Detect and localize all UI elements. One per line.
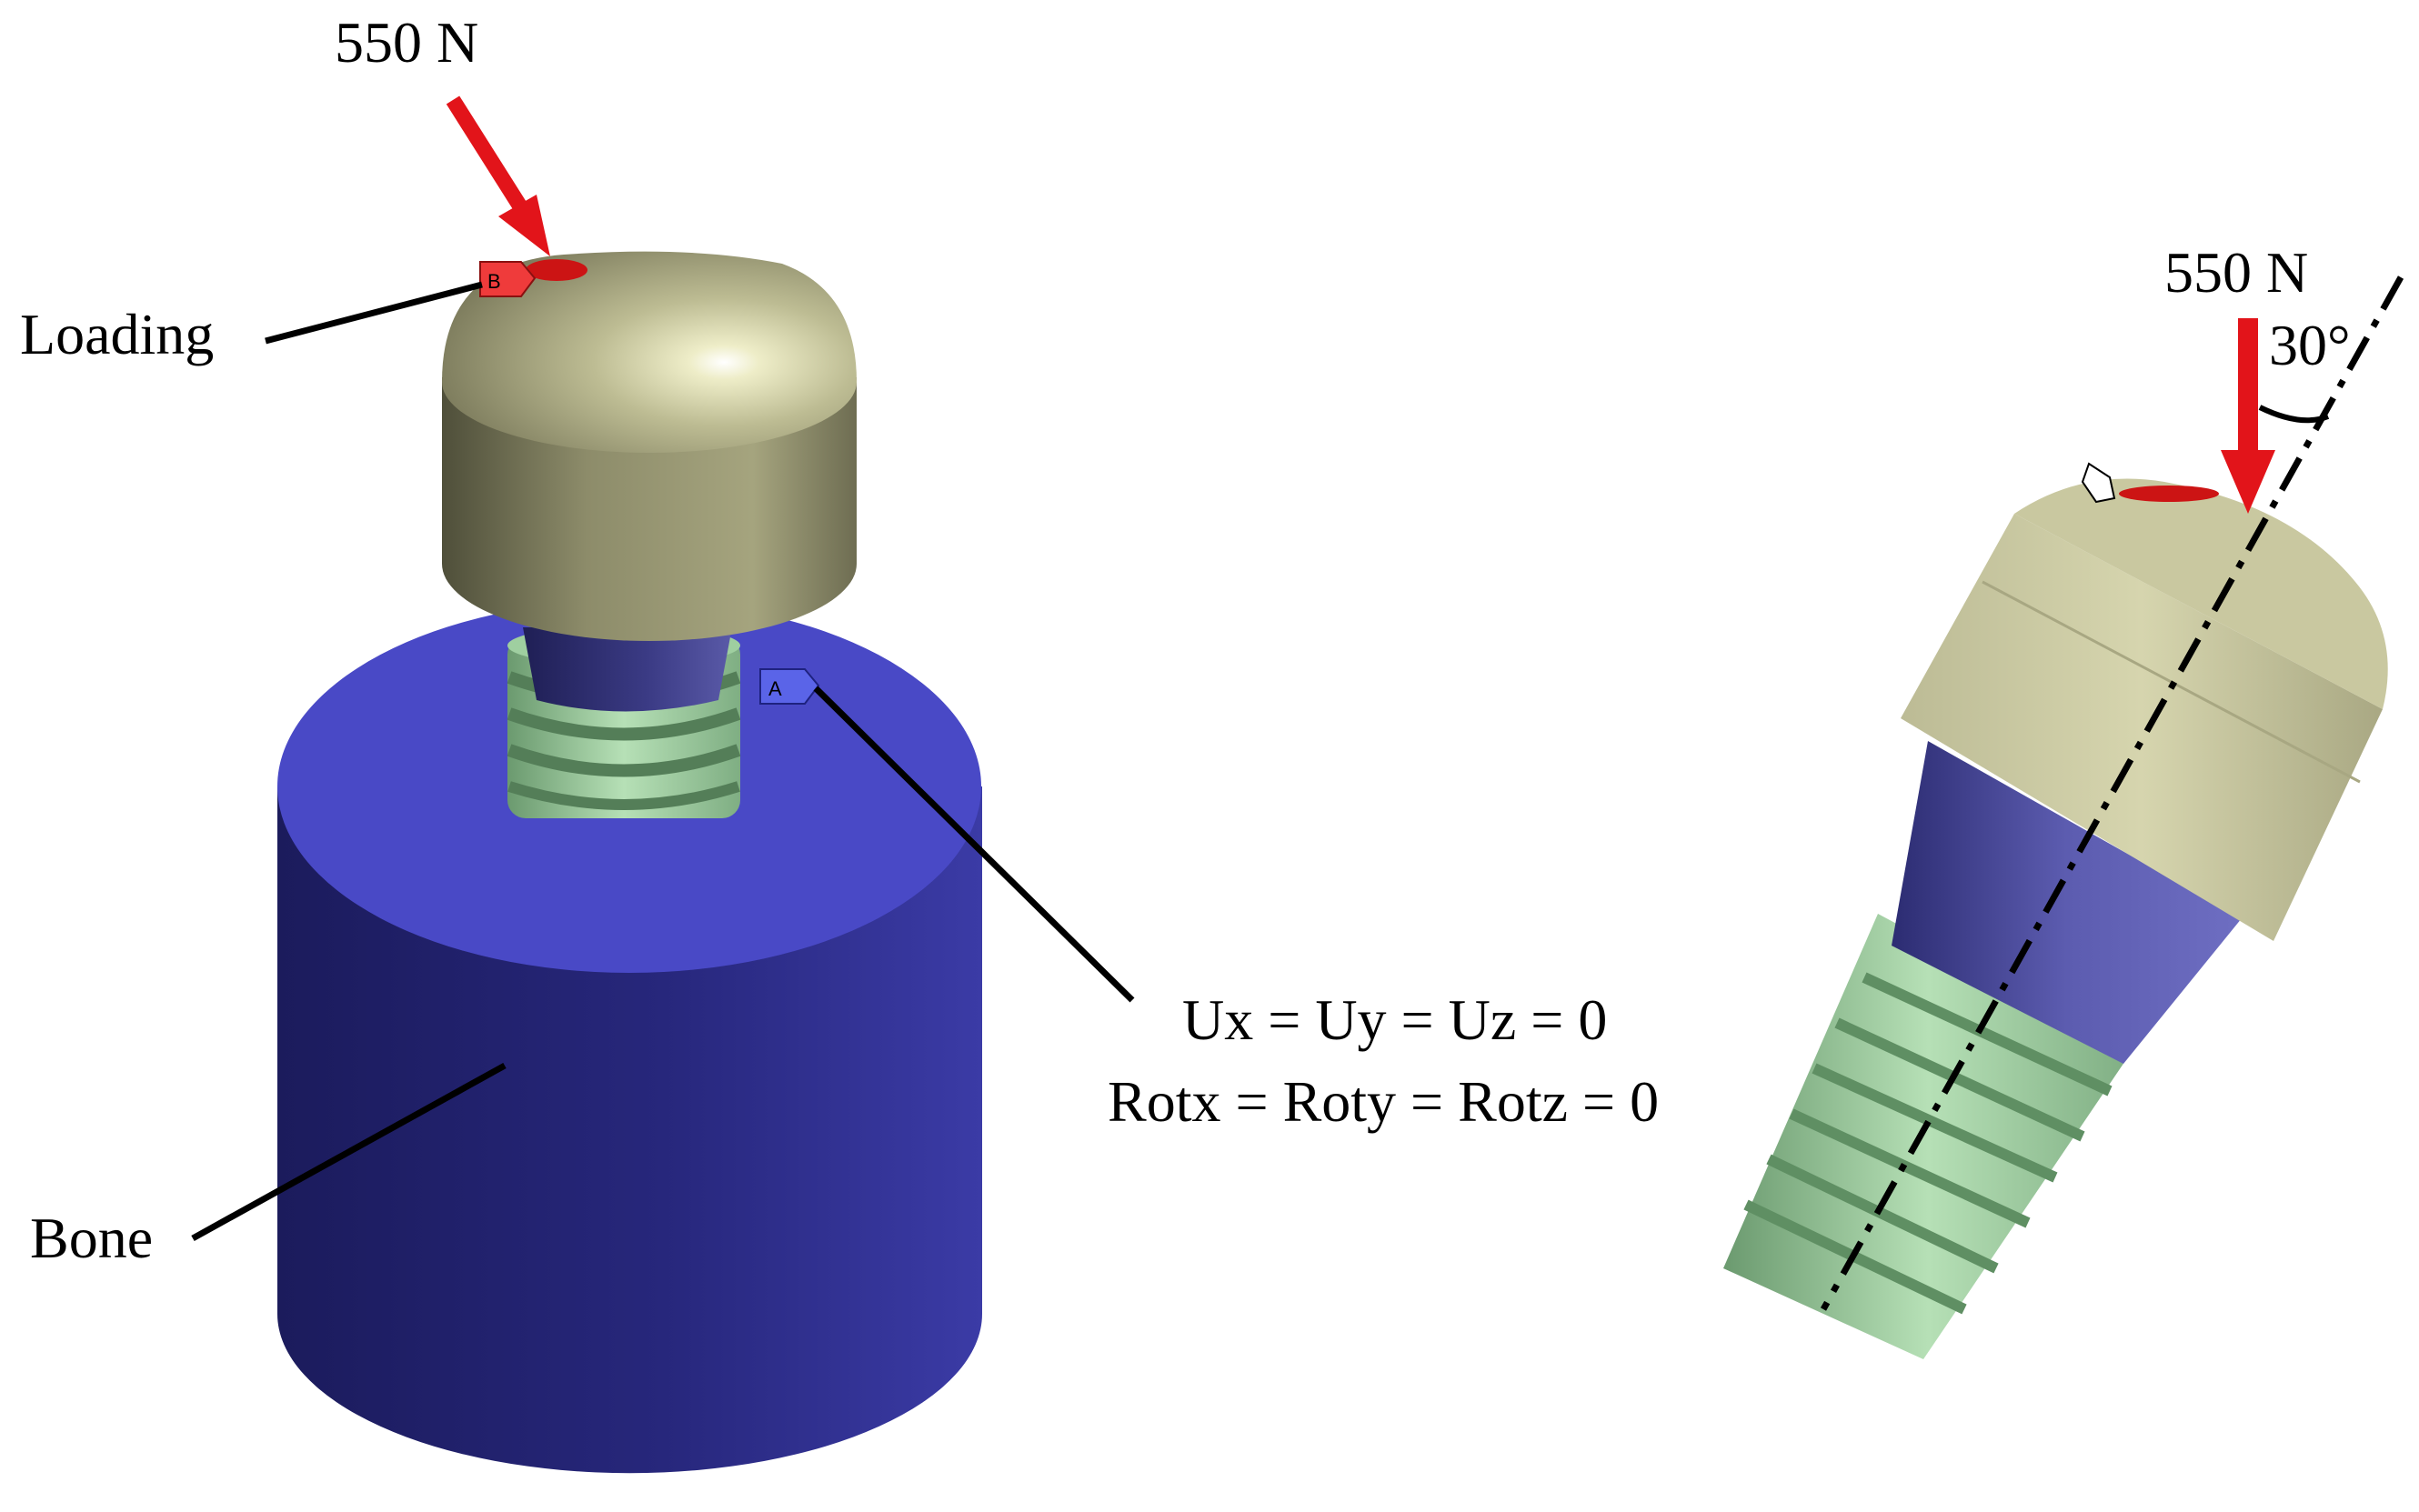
force-label-left: 550 N (335, 10, 479, 75)
angle-arc (2258, 405, 2330, 424)
tag-a-text: A (768, 677, 782, 700)
angle-label: 30° (2269, 313, 2351, 377)
abutment-neck-right (1892, 741, 2242, 1064)
loading-label: Loading (20, 302, 215, 366)
tag-b-text: B (487, 270, 501, 293)
crown-right (1901, 478, 2388, 941)
boundary-condition-line1: Ux = Uy = Uz = 0 (1182, 987, 1608, 1052)
tag-a-support: A (759, 668, 820, 705)
boundary-condition-line2: Rotx = Roty = Rotz = 0 (1108, 1069, 1660, 1134)
implant-axis-line (1820, 275, 2404, 1311)
tag-b-loading: B (479, 261, 537, 297)
force-arrow-right (2221, 318, 2275, 514)
abutment-neck-left (523, 627, 732, 712)
force-label-right: 550 N (2164, 240, 2309, 305)
tag-right-marker (2081, 462, 2116, 504)
loading-spot-left (526, 259, 587, 281)
loading-spot-right (2119, 486, 2219, 502)
force-arrow-left (446, 95, 550, 256)
bone-label: Bone (30, 1206, 154, 1270)
implant-right (1723, 462, 2388, 1359)
leader-lines-left (191, 281, 1135, 1242)
crown-left (442, 251, 857, 641)
